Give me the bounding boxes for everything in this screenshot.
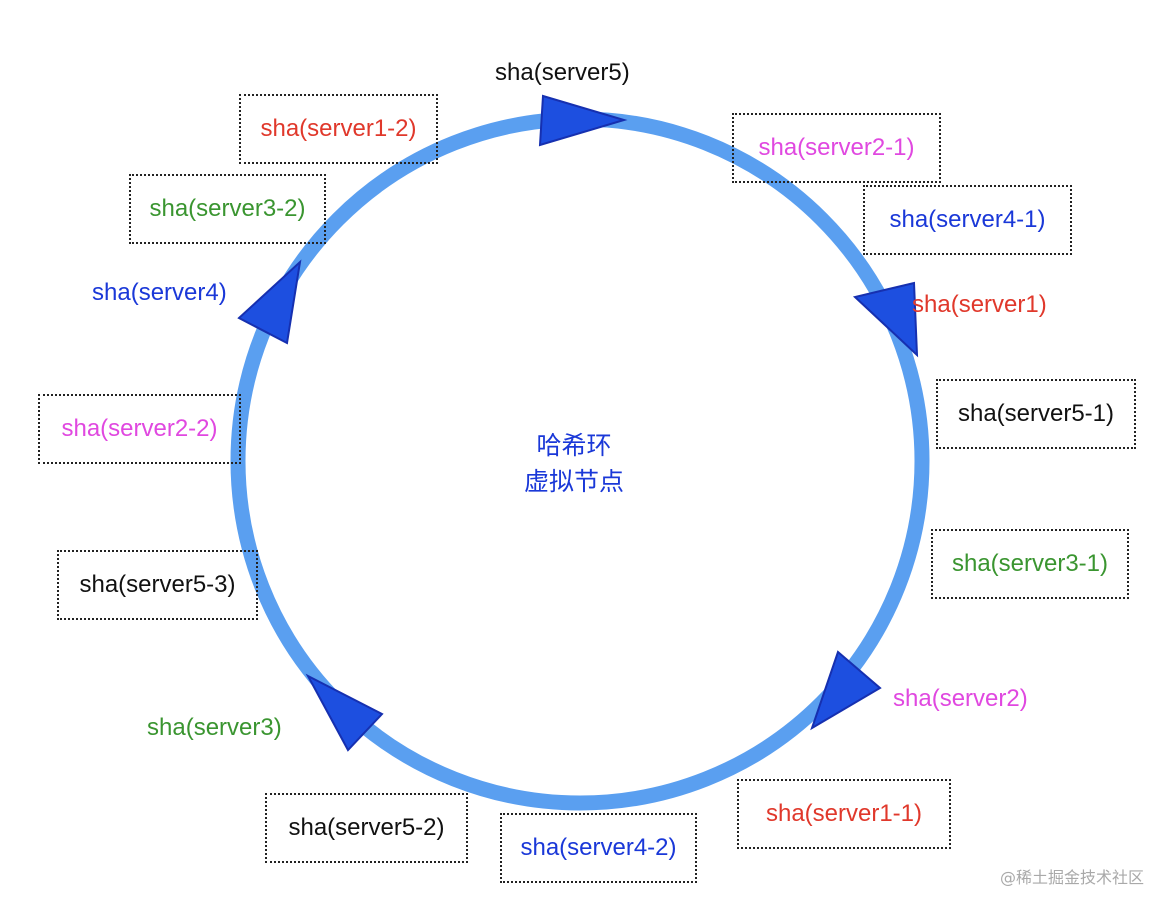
virtual-node-label: sha(server1-2)	[260, 115, 417, 142]
ring-center-subtitle: 虚拟节点	[523, 467, 624, 496]
node-label-server3: sha(server3)	[147, 714, 282, 741]
arrow-marker-server5	[538, 94, 628, 147]
virtual-node-label: sha(server5-3)	[79, 571, 236, 598]
node-label-server1: sha(server1)	[912, 291, 1047, 318]
node-label-server4: sha(server4)	[92, 279, 227, 306]
virtual-node-label: sha(server5-1)	[957, 400, 1115, 427]
virtual-node-box-server5-2: sha(server5-2)	[265, 793, 468, 863]
virtual-node-box-server5-1: sha(server5-1)	[936, 379, 1136, 449]
virtual-node-label: sha(server1-1)	[765, 800, 923, 827]
arrow-marker-server3	[305, 673, 384, 752]
virtual-node-box-server3-1: sha(server3-1)	[931, 529, 1129, 599]
virtual-node-box-server5-3: sha(server5-3)	[57, 550, 258, 620]
virtual-node-label: sha(server2-2)	[61, 415, 218, 442]
arrow-marker-server2	[810, 650, 882, 731]
arrow-marker-server1	[852, 281, 919, 358]
virtual-node-box-server4-1: sha(server4-1)	[863, 185, 1072, 255]
virtual-node-label: sha(server5-2)	[288, 814, 445, 841]
node-label-server2: sha(server2)	[893, 685, 1028, 712]
virtual-node-label: sha(server3-2)	[149, 195, 306, 222]
virtual-node-box-server4-2: sha(server4-2)	[500, 813, 697, 883]
virtual-node-label: sha(server3-1)	[951, 550, 1109, 577]
virtual-node-box-server3-2: sha(server3-2)	[129, 174, 326, 244]
virtual-node-label: sha(server4-2)	[520, 834, 677, 861]
virtual-node-box-server2-1: sha(server2-1)	[732, 113, 941, 183]
ring-center-caption: 哈希环 虚拟节点	[474, 428, 674, 500]
virtual-node-box-server2-2: sha(server2-2)	[38, 394, 241, 464]
virtual-node-box-server1-1: sha(server1-1)	[737, 779, 951, 849]
virtual-node-label: sha(server4-1)	[889, 206, 1046, 233]
watermark: @稀土掘金技术社区	[999, 868, 1144, 887]
node-label-server5: sha(server5)	[495, 59, 630, 86]
arrow-marker-server4	[237, 259, 302, 345]
virtual-node-box-server1-2: sha(server1-2)	[239, 94, 438, 164]
virtual-node-label: sha(server2-1)	[758, 134, 915, 161]
ring-center-title: 哈希环	[536, 431, 612, 460]
